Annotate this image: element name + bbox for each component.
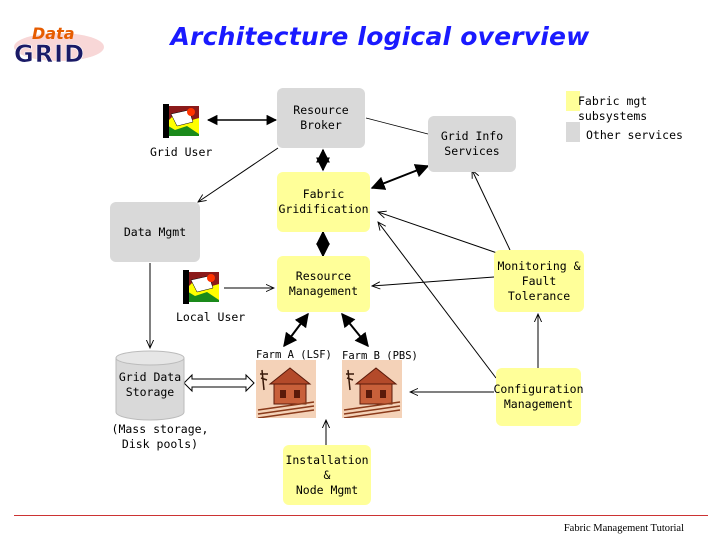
grid-data-storage-label: Grid Data Storage [118,370,182,399]
farm-a-image [256,360,316,419]
link-monitoring-resmgmt [372,276,495,286]
grid-user-label: Grid User [150,145,213,159]
footer-text: Fabric Management Tutorial [563,523,684,534]
link-monitoring-gridification [378,212,501,255]
legend-fabric-swatch [566,91,580,111]
monitoring-fault-tolerance-box: Monitoring & Fault Tolerance [494,250,584,312]
legend-other-label: Other services [586,128,683,142]
resource-management-box: Resource Management [277,256,370,312]
legend-other-swatch [566,122,580,142]
resource-broker-box: Resource Broker [277,88,365,148]
footer-divider [14,515,708,516]
farm-a-label: Farm A (LSF) [256,349,332,361]
local-user-label: Local User [176,310,246,324]
link-monitoring-info [472,170,511,251]
link-broker-datamgmt [198,147,279,202]
link-resmgmt-farmB [341,312,369,348]
data-mgmt-box: Data Mgmt [110,202,200,262]
farm-b-label: Farm B (PBS) [342,350,418,362]
legend-fabric-label: Fabric mgt subsystems [578,94,648,123]
logo-data-text: Data [32,24,75,43]
farm-b-image [342,360,402,419]
grid-data-storage-cylinder [115,350,185,422]
link-broker-info [365,117,429,135]
installation-node-mgmt-box: Installation & Node Mgmt [283,445,371,505]
logo-grid-text: GRID [14,40,85,68]
grid-info-services-box: Grid Info Services [428,116,516,172]
configuration-management-box: Configuration Management [494,368,584,426]
link-config-gridification [378,222,497,379]
link-storage-farm [183,373,255,393]
page-title: Architecture logical overview [170,22,590,51]
grid-user-icon [163,104,203,140]
mass-storage-label: (Mass storage, Disk pools) [111,422,209,451]
local-user-icon [183,270,223,306]
link-resmgmt-farmA [283,312,309,348]
datagrid-logo: Data GRID [10,22,108,68]
fabric-gridification-box: Fabric Gridification [277,172,370,232]
link-gridification-info [370,164,430,190]
